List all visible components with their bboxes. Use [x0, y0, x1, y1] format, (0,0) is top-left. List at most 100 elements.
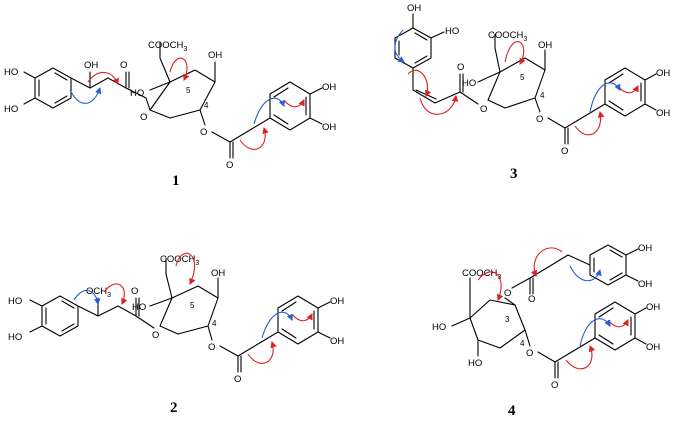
c4-oh-label: OH	[646, 302, 660, 313]
c3-hmbc-arrow	[504, 41, 526, 65]
c2-ring-o: O	[152, 330, 159, 341]
c2-ho-label: HO	[8, 296, 22, 307]
c1-position-4: 4	[204, 101, 209, 110]
c3-hmbc-arrow	[419, 94, 459, 115]
c3-oh-label: OH	[538, 40, 552, 51]
c4-top-benzene-ring	[589, 244, 627, 286]
c3-hmbc-arrow	[574, 110, 605, 136]
c4-top-carbonyl-o: O	[528, 294, 535, 305]
c2-caffeoyl-carbonyl-o: O	[234, 374, 241, 385]
c1-side-hydroxyl-label: OH	[84, 60, 98, 71]
c4-top-chain	[529, 254, 591, 279]
c3-position-5: 5	[520, 73, 525, 82]
c3-ester-o: O	[536, 114, 543, 125]
c1-hmbc-arrow	[169, 57, 190, 82]
compound-number-label: 1	[172, 173, 180, 189]
compound-4-structure: OH OH O O COOCH3 HO HO 3 4 O O OH OH	[432, 243, 660, 419]
compound-2-structure: HO HO OCH3 O O COOCH3 HO OH 5 4 O O OH O…	[8, 252, 344, 416]
c4-oh-label: OH	[646, 342, 660, 353]
c2-hmbc-arrow	[247, 340, 277, 364]
c4-lower-chain	[537, 337, 596, 363]
c4-lower-ester-o: O	[526, 348, 533, 359]
c1-hmbc-arrow	[239, 126, 269, 150]
c2-methoxy-label: OCH3	[86, 286, 111, 299]
c2-hmbc-arrow	[175, 252, 196, 285]
c1-cosy-arrow	[253, 97, 285, 125]
c4-position-3: 3	[505, 315, 510, 324]
c3-hmbc-arrow	[617, 85, 639, 94]
c2-hmbc-arrow	[103, 283, 128, 306]
c4-oh-label: OH	[638, 243, 652, 254]
c1-oh-label: OH	[322, 82, 336, 93]
c2-cosy-arrow	[261, 311, 293, 339]
c3-hmbc-arrow	[407, 69, 432, 98]
c1-hydroxyl-label: HO	[4, 104, 18, 115]
c2-oh-label: OH	[211, 268, 225, 279]
c3-oh-label: OH	[656, 108, 670, 119]
compound-number-label: 4	[508, 403, 516, 419]
c2-left-benzene-ring	[41, 295, 79, 337]
c1-quinic-ring	[149, 69, 216, 119]
c1-hydroxyl-label: HO	[4, 67, 18, 78]
c2-position-5: 5	[190, 301, 195, 310]
c2-position-4: 4	[212, 319, 217, 328]
compound-3-structure: OH HO O O COOCH3 HO OH 5 4 O O OH OH	[394, 3, 670, 182]
c1-carbonyl-o: O	[120, 60, 127, 71]
c2-carbonyl-o: O	[131, 286, 138, 297]
c3-ho-label: HO	[445, 26, 459, 37]
c1-cosy-arrow	[69, 86, 102, 104]
c4-lower-carbonyl-o: O	[551, 380, 558, 391]
c2-cosy-arrow	[73, 289, 101, 306]
compound-number-label: 2	[170, 400, 178, 416]
c1-oh-label: OH	[322, 122, 336, 133]
c3-ho-label: HO	[462, 78, 476, 89]
c3-cis-chain	[412, 67, 461, 104]
c4-ho-label: HO	[432, 322, 446, 333]
c4-upper-ester-o: O	[504, 288, 511, 299]
c2-methyl-ester-label: COOCH3	[160, 254, 199, 267]
c2-caffeoyl-chain	[219, 331, 279, 357]
compound-1-structure: HO HO OH O O COOCH3 HO OH 5 4 O O	[4, 40, 336, 189]
c3-oh-label: OH	[407, 3, 421, 14]
c3-ring-o: O	[480, 104, 487, 115]
c2-oh-label: OH	[330, 336, 344, 347]
c2-ho-label: HO	[132, 302, 146, 313]
c1-position-5: 5	[186, 86, 191, 95]
c3-carbonyl-o: O	[457, 62, 464, 73]
c4-hmbc-arrow	[477, 271, 504, 302]
c1-hmbc-arrow	[283, 99, 305, 108]
c4-hmbc-arrow	[565, 344, 596, 370]
c4-hmbc-arrow	[530, 247, 563, 278]
c3-caffeoyl-chain	[547, 103, 606, 129]
c1-ring-o: O	[140, 112, 147, 123]
c1-caffeoyl-carbonyl-o: O	[226, 160, 233, 171]
c2-hmbc-arrow	[291, 313, 313, 322]
c4-ho-label: HO	[468, 358, 482, 369]
c4-oh-label: OH	[638, 279, 652, 290]
c2-side-chain	[77, 305, 137, 317]
c1-ester-o: O	[200, 127, 207, 138]
c2-ho-label: HO	[8, 332, 22, 343]
c3-cosy-arrow	[589, 82, 621, 113]
c2-ester-o: O	[208, 342, 215, 353]
c4-cosy-arrow	[579, 318, 611, 347]
c3-position-4: 4	[540, 91, 545, 100]
c4-cosy-arrow	[569, 265, 602, 282]
c4-position-4: 4	[520, 339, 525, 348]
c1-caffeoyl-chain	[211, 117, 271, 143]
compound-number-label: 3	[510, 166, 518, 182]
c1-ho-label: HO	[130, 88, 144, 99]
c2-quinic-ring	[159, 285, 219, 335]
c4-methyl-ester-label: COOCH3	[462, 268, 501, 281]
c1-left-benzene-ring	[34, 67, 72, 109]
c3-oh-label: OH	[656, 68, 670, 79]
c3-caffeoyl-carbonyl-o: O	[561, 146, 568, 157]
c3-methyl-ester-label: COOCH3	[488, 30, 527, 43]
c1-hmbc-arrow	[87, 71, 119, 86]
c3-cosy-arrow	[394, 29, 405, 63]
c4-hmbc-arrow	[607, 319, 629, 328]
c1-methyl-ester-label: COOCH3	[148, 40, 187, 53]
c2-oh-label: OH	[330, 296, 344, 307]
c1-oh-label: OH	[208, 50, 222, 61]
